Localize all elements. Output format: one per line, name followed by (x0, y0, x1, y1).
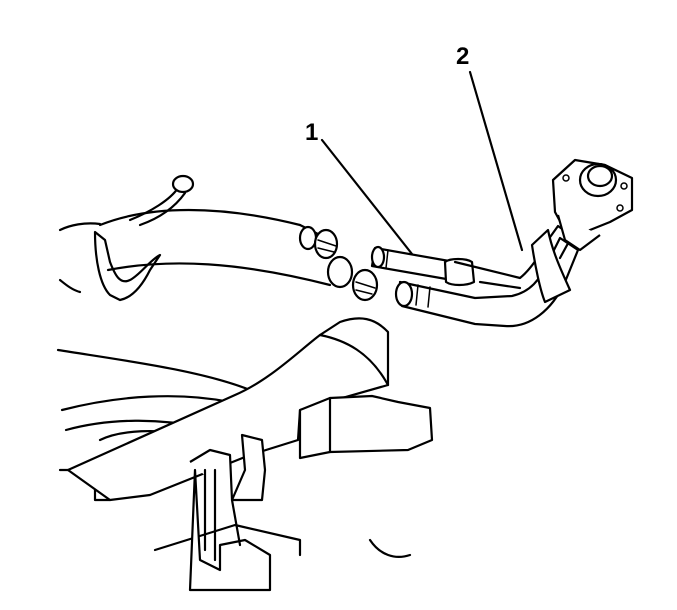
callout-1-label: 1 (305, 119, 318, 146)
frame-crossmember (56, 317, 434, 558)
outlet-flange-fitting (530, 158, 634, 304)
heater-hose-pipe-1 (370, 245, 457, 282)
heater-hose-left (98, 208, 332, 287)
mounting-bracket (188, 433, 272, 592)
callout-2-label: 2 (456, 43, 469, 70)
callout-1: 1 (305, 119, 414, 256)
callout-2-leader (468, 70, 524, 252)
hose-strap-clip (58, 174, 195, 302)
callout-2: 2 (456, 43, 524, 252)
callout-1-leader (320, 138, 414, 256)
hose-clamps (313, 228, 379, 302)
